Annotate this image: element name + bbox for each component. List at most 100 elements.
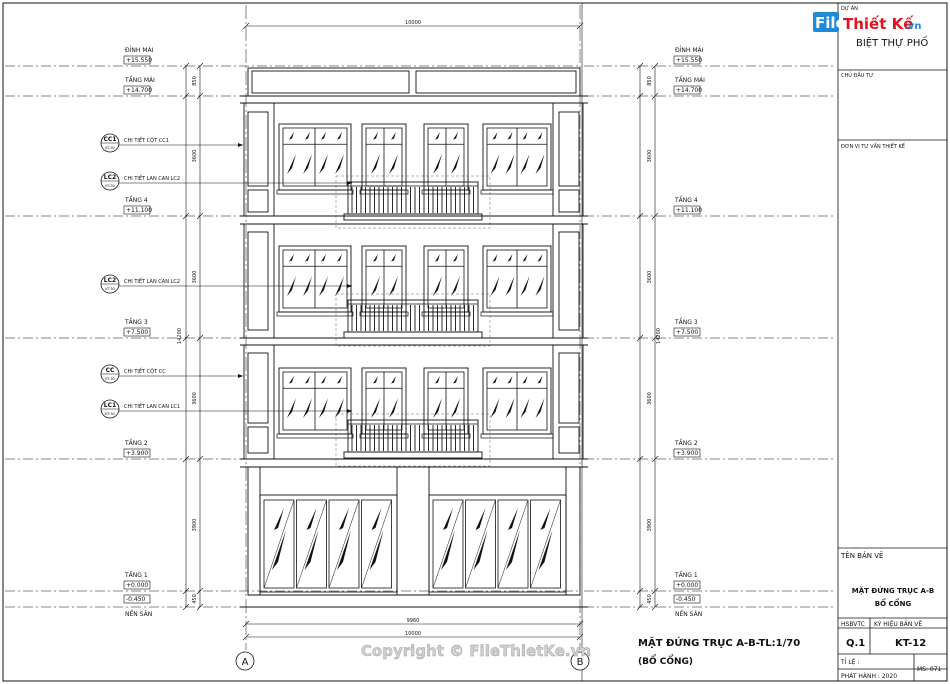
callout-ref: KT-30 [105,377,115,381]
level-value-right: +7.500 [676,329,698,336]
level-value-left: +11.100 [126,207,152,214]
level-name-left: ĐỈNH MÁI [125,46,154,54]
level-box-right [673,580,701,590]
segment-label: 3600 [192,392,198,405]
segment-label: 3900 [647,519,653,532]
bottom-inner-dimension: 9960 [407,618,420,624]
level-box-right [673,55,701,65]
callout-text: CHI TIẾT LAN CAN LC1 [124,402,180,410]
axis-label-b: B [577,657,584,668]
level-name-right: TẦNG MÁI [674,76,705,84]
level-box-right [673,205,701,215]
level-box-left [123,594,151,604]
level-box-right [673,448,701,458]
code-label: HSBVTC [841,621,865,628]
level-name-left: TẦNG 1 [124,571,148,579]
vertical-dimensions [185,66,656,607]
level-box-left [123,580,151,590]
project-name: BIỆT THỰ PHỐ [856,35,928,49]
level-name-right: ĐỈNH MÁI [675,46,704,54]
level-name-right: TẦNG 4 [674,196,698,204]
consultant-label: ĐƠN VỊ TƯ VẤN THIẾT KẾ [841,142,906,150]
column-right-f4 [552,102,584,217]
axis-label-a: A [242,657,249,668]
level-box-right [673,594,701,604]
window [421,123,471,195]
segment-label: 850 [192,76,198,86]
segment-label: 3900 [192,519,198,532]
door-panel-right [465,499,496,589]
callout-tag: CC1 [104,136,117,143]
scale-label: TỈ LỆ : [840,658,859,666]
level-name-left: TẦNG 3 [124,318,148,326]
door-panel-right [497,499,529,589]
door-panel-right [432,499,464,589]
callout-ref: KT-30 [105,412,115,416]
window [359,245,409,317]
level-name-left: TẦNG 4 [124,196,148,204]
level-box-left [123,327,151,337]
level-lines [5,65,836,608]
callout-tag: LC1 [104,402,116,409]
door-panel-left [361,499,392,589]
balconies [335,175,491,467]
building-elevation [240,67,588,608]
project-label: DỰ ÁN [841,5,858,12]
window [276,367,354,439]
code-value: Q.1 [846,638,865,649]
window [480,367,554,439]
top-dimension-label: 10000 [405,20,421,26]
drawing-caption-sub: (BỔ CỔNG) [638,654,693,667]
level-value-left: +15.550 [126,57,152,64]
door-panel-right [530,499,561,589]
investor-label: CHỦ ĐẦU TƯ [841,71,873,79]
balcony-f3 [335,293,491,347]
title-block [837,2,948,682]
level-value-left: +3.900 [126,450,148,457]
segment-label: 3600 [647,150,653,163]
issue-label: PHÁT HÀNH : 2020 [841,673,897,680]
drawing-title-line2: BỔ CỔNG [875,598,912,608]
window [359,367,409,439]
level-value-left: +7.500 [126,329,148,336]
level-name-right: TẦNG 3 [674,318,698,326]
level-value-right: -0.450 [676,596,696,603]
segment-label: 450 [192,594,198,604]
top-dimension [242,22,584,30]
level-box-left [123,448,151,458]
callout-ref: KT-30 [105,146,115,150]
windows [276,123,554,439]
column-right-f3 [552,223,584,339]
bottom-dimensions [242,620,584,641]
ms-label: MS: 071 [917,666,942,673]
level-box-left [123,85,151,95]
copyright-watermark: Copyright © FileThietKe.vn [361,642,591,660]
total-height-right: 14200 [656,328,662,344]
logo-brand-b: Thiết Kế [843,14,914,33]
logo-brand-a: File [815,14,846,32]
callout-text: CHI TIẾT LAN CAN LC2 [124,277,180,285]
level-value-right: +15.550 [676,57,702,64]
balcony-f2 [335,413,491,467]
symbol-label: KÝ HIỆU BẢN VẼ [874,620,922,628]
logo-badge [813,12,839,32]
level-name-right: NỀN SÂN [675,610,702,618]
level-value-left: -0.450 [126,596,146,603]
door-panel-left [263,499,295,589]
level-value-right: +0.000 [676,582,698,589]
drawing-title-line1: MẶT ĐỨNG TRỤC A-B [852,586,934,595]
level-box-right [673,327,701,337]
drawing-name-label: TÊN BẢN VẼ [840,551,883,560]
drawing-caption: MẶT ĐỨNG TRỤC A-B-TL:1/70 [638,635,800,649]
window [421,245,471,317]
callout-text: CHI TIẾT CỘT CC [124,367,166,375]
column-left-f2 [243,344,275,460]
segment-label: 3600 [192,271,198,284]
level-name-left: NỀN SÂN [125,610,152,618]
